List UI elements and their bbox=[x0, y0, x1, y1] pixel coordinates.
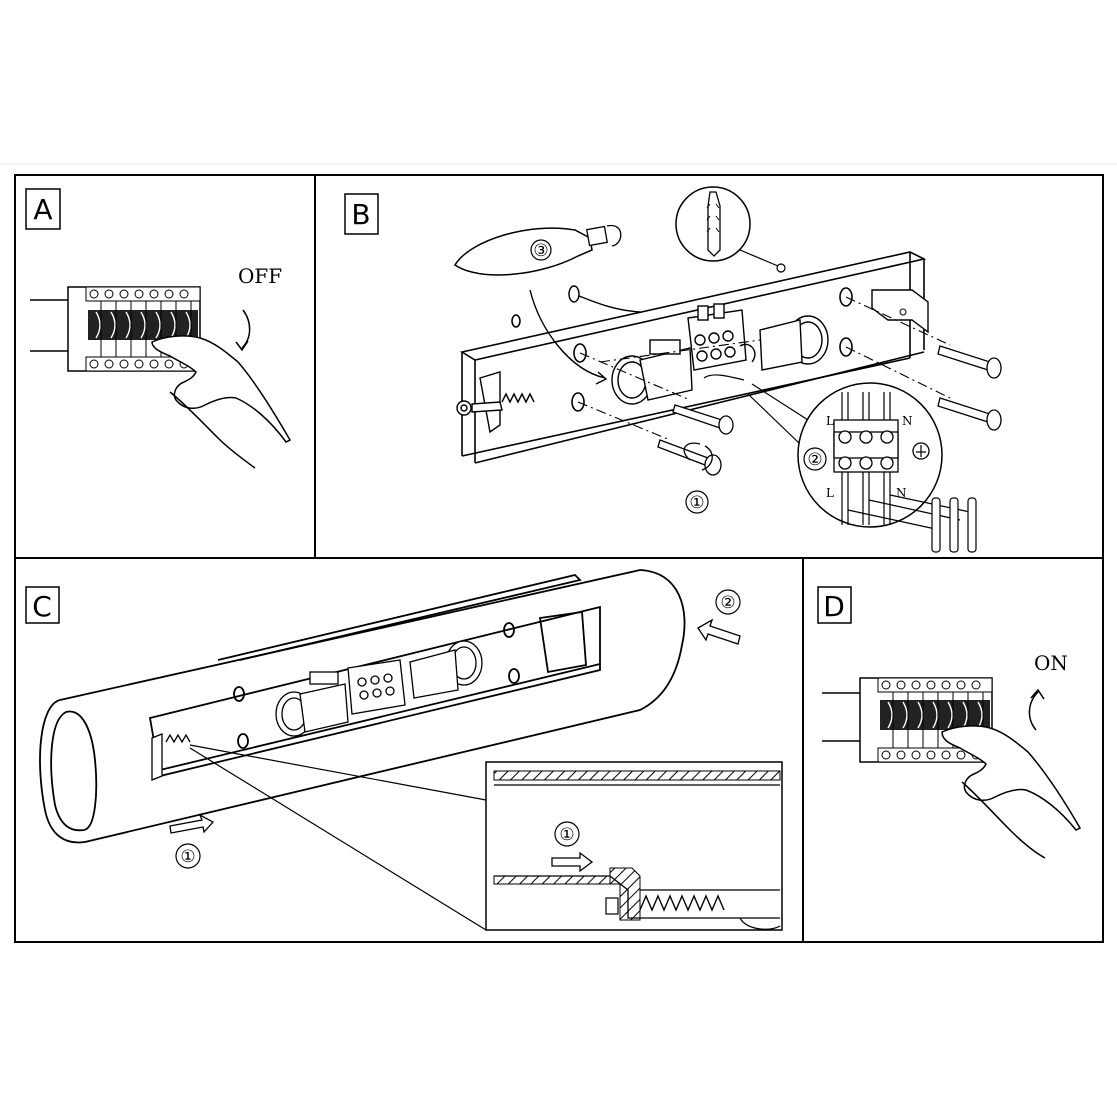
wall-plug-detail bbox=[675, 186, 786, 273]
wiring-detail: L N L N ② bbox=[747, 382, 977, 553]
step-2-marker-tube: ② bbox=[720, 593, 735, 613]
panel-a-label: A bbox=[33, 193, 52, 226]
panel-c: C ① bbox=[25, 569, 783, 931]
hand-icon bbox=[941, 725, 1082, 859]
panel-d-label: D bbox=[823, 590, 845, 623]
panel-a: A OFF bbox=[25, 188, 292, 469]
clip-detail: ① bbox=[485, 761, 783, 931]
lamp-holder bbox=[151, 640, 483, 781]
panel-b-label: B bbox=[351, 198, 370, 231]
lamp-holder-right bbox=[759, 315, 829, 371]
terminal-label-n: N bbox=[902, 414, 913, 428]
rotate-up-arrow-icon bbox=[1028, 691, 1039, 731]
push-arrow-icon bbox=[169, 813, 215, 834]
panel-d-state-text: ON bbox=[1034, 651, 1068, 675]
breaker-panel-off bbox=[30, 286, 201, 372]
hand-icon bbox=[151, 335, 292, 469]
slide-arrow-icon bbox=[697, 618, 741, 645]
panel-d: D ON bbox=[817, 586, 1082, 859]
panel-a-state-text: OFF bbox=[238, 264, 282, 288]
step-2-marker: ② bbox=[807, 450, 822, 470]
terminal-label-l: L bbox=[826, 414, 834, 428]
push-arrow-detail-icon bbox=[551, 851, 594, 873]
rotate-arrow-icon bbox=[241, 309, 251, 349]
step-3-marker: ③ bbox=[533, 241, 548, 261]
screw-icon bbox=[657, 345, 1002, 476]
bulb-icon bbox=[453, 224, 622, 276]
lamp-holder-left bbox=[611, 339, 693, 405]
step-1-marker-detail: ① bbox=[559, 825, 574, 845]
wire-label-n: N bbox=[896, 486, 907, 500]
panel-b: B bbox=[344, 186, 1002, 553]
wire-label-l: L bbox=[826, 486, 834, 500]
panel-c-label: C bbox=[32, 590, 52, 623]
terminal-block bbox=[687, 303, 756, 371]
step-1-marker: ① bbox=[689, 493, 704, 513]
step-1-marker-tube: ① bbox=[180, 847, 195, 867]
